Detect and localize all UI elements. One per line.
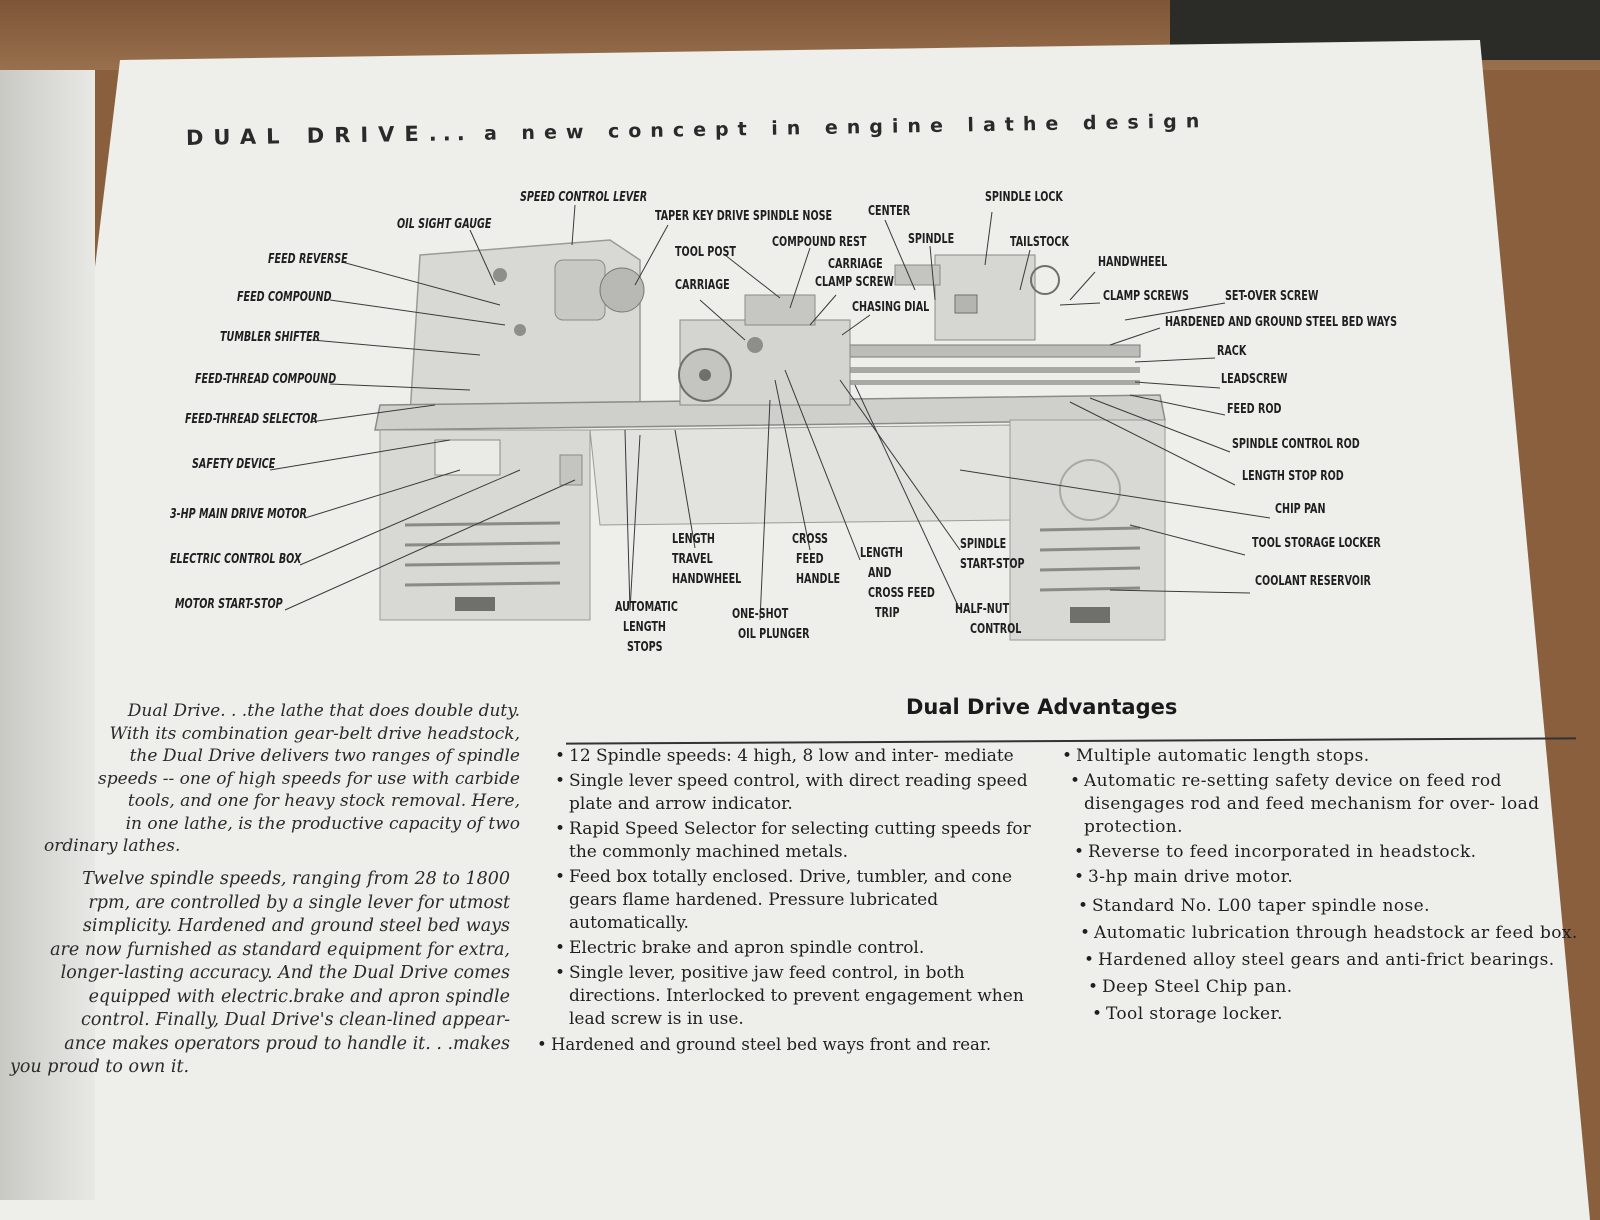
advantages-heading: Dual Drive Advantages [906, 695, 1178, 719]
list-item: Standard No. L00 taper spindle nose. [1078, 895, 1582, 918]
callout-feed-thread-selector: FEED-THREAD SELECTOR [185, 412, 318, 427]
callout-tool-storage-locker: TOOL STORAGE LOCKER [1252, 536, 1381, 551]
callout-lc-trip-line1: LENGTH [860, 546, 903, 561]
callout-tailstock: TAILSTOCK [1010, 235, 1069, 250]
callout-clamp-screws: CLAMP SCREWS [1103, 289, 1189, 304]
callout-taper-key-drive: TAPER KEY DRIVE SPINDLE NOSE [655, 209, 833, 224]
callout-chip-pan: CHIP PAN [1275, 502, 1326, 517]
list-item: Single lever, positive jaw feed control,… [555, 962, 1035, 1031]
callout-tool-post: TOOL POST [675, 245, 736, 260]
intro-line: Twelve spindle speeds, ranging from 28 t… [82, 869, 510, 889]
callout-lc-trip-line3: CROSS FEED [868, 586, 935, 601]
callout-electric-control-box: ELECTRIC CONTROL BOX [170, 552, 302, 567]
intro-line: ordinary lathes. [44, 836, 181, 856]
list-item: Deep Steel Chip pan. [1088, 976, 1582, 999]
callout-carriage-clamp-screw-line1: CARRIAGE [828, 257, 883, 272]
callout-coolant-reservoir: COOLANT RESERVOIR [1255, 574, 1371, 589]
facing-page-edge [0, 70, 95, 1200]
callout-half-nut-line2: CONTROL [970, 622, 1022, 637]
list-item: Multiple automatic length stops. [1062, 745, 1582, 768]
callout-oil-sight-gauge: OIL SIGHT GAUGE [397, 217, 492, 232]
intro-line: are now furnished as standard equipment … [50, 939, 510, 960]
list-item: Reverse to feed incorporated in headstoc… [1074, 841, 1582, 864]
list-item: Automatic re-setting safety device on fe… [1070, 770, 1582, 839]
intro-line: tools, and one for heavy stock removal. … [127, 791, 520, 811]
list-item: Automatic lubrication through headstock … [1080, 922, 1582, 945]
callout-main-drive-motor: 3-HP MAIN DRIVE MOTOR [170, 507, 307, 522]
callout-length-travel-line1: LENGTH [672, 532, 715, 547]
intro-line: equipped with electric.brake and apron s… [88, 986, 510, 1007]
callout-tumbler-shifter: TUMBLER SHIFTER [220, 330, 321, 345]
intro-line: in one lathe, is the productive capacity… [125, 813, 520, 834]
callout-carriage-clamp-screw-line2: CLAMP SCREW [815, 275, 894, 290]
list-item: Single lever speed control, with direct … [555, 770, 1035, 816]
callout-lc-trip-line4: TRIP [875, 606, 900, 621]
callout-length-stop-rod: LENGTH STOP ROD [1242, 469, 1344, 484]
callout-feed-rod: FEED ROD [1227, 402, 1282, 417]
callout-half-nut-line1: HALF-NUT [955, 602, 1010, 617]
callout-motor-start-stop: MOTOR START-STOP [175, 597, 283, 612]
intro-line: longer-lasting accuracy. And the Dual Dr… [60, 963, 510, 983]
callout-feed-reverse: FEED REVERSE [268, 252, 348, 267]
callout-center: CENTER [868, 204, 911, 219]
callout-spindle: SPINDLE [908, 232, 955, 247]
callout-one-shot-line1: ONE-SHOT [732, 607, 789, 622]
callout-cross-feed-line2: FEED [796, 552, 824, 567]
advantages-left-list: 12 Spindle speeds: 4 high, 8 low and int… [537, 745, 1035, 1058]
callout-length-travel-line2: TRAVEL [672, 552, 713, 567]
list-item: Rapid Speed Selector for selecting cutti… [555, 818, 1035, 864]
intro-line: control. Finally, Dual Drive's clean-lin… [81, 1010, 510, 1030]
callout-length-travel-line3: HANDWHEEL [672, 572, 742, 587]
callout-speed-control-lever: SPEED CONTROL LEVER [520, 190, 648, 205]
callout-feed-thread-compound: FEED-THREAD COMPOUND [195, 372, 337, 387]
callout-auto-stops-line3: STOPS [627, 640, 663, 655]
intro-paragraph-2: Twelve spindle speeds, ranging from 28 t… [0, 868, 510, 1080]
intro-line: you proud to own it. [10, 1057, 190, 1077]
callout-spindle-control-rod: SPINDLE CONTROL ROD [1232, 437, 1360, 452]
callout-bed-ways: HARDENED AND GROUND STEEL BED WAYS [1165, 315, 1398, 330]
callout-set-over-screw: SET-OVER SCREW [1225, 289, 1319, 304]
callout-auto-stops-line1: AUTOMATIC [615, 600, 678, 615]
callout-cross-feed-line1: CROSS [792, 532, 828, 547]
callout-chasing-dial: CHASING DIAL [852, 300, 930, 315]
intro-paragraph-1: Dual Drive. . .the lathe that does doubl… [0, 700, 520, 858]
list-item: Electric brake and apron spindle control… [555, 937, 1035, 960]
callout-spindle-ss-line1: SPINDLE [960, 537, 1007, 552]
intro-line: rpm, are controlled by a single lever fo… [88, 892, 510, 913]
list-item: 12 Spindle speeds: 4 high, 8 low and int… [555, 745, 1035, 768]
intro-line: speeds -- one of high speeds for use wit… [98, 768, 520, 789]
lathe-illustration [374, 239, 1166, 641]
callout-auto-stops-line2: LENGTH [623, 620, 666, 635]
callout-one-shot-line2: OIL PLUNGER [738, 627, 810, 642]
intro-line: the Dual Drive delivers two ranges of sp… [129, 746, 520, 766]
list-item: Hardened alloy steel gears and anti-fric… [1084, 949, 1582, 972]
list-item: 3-hp main drive motor. [1074, 866, 1582, 889]
intro-line: ance makes operators proud to handle it.… [64, 1033, 510, 1054]
callout-compound-rest: COMPOUND REST [772, 235, 867, 250]
callout-feed-compound: FEED COMPOUND [237, 290, 332, 305]
callout-carriage: CARRIAGE [675, 278, 730, 293]
callout-cross-feed-line3: HANDLE [796, 572, 841, 587]
intro-line: With its combination gear-belt drive hea… [109, 723, 520, 744]
intro-line: Dual Drive. . .the lathe that does doubl… [127, 701, 520, 721]
list-item: Feed box totally enclosed. Drive, tumble… [555, 866, 1035, 935]
callout-spindle-ss-line2: START-STOP [960, 557, 1025, 572]
list-item: Tool storage locker. [1092, 1003, 1582, 1026]
callout-handwheel: HANDWHEEL [1098, 255, 1168, 270]
callout-safety-device: SAFETY DEVICE [192, 457, 276, 472]
callout-rack: RACK [1217, 344, 1247, 359]
advantages-right-list: Multiple automatic length stops. Automat… [1062, 745, 1582, 1028]
callout-lc-trip-line2: AND [868, 566, 892, 581]
callout-leadscrew: LEADSCREW [1221, 372, 1288, 387]
intro-line: simplicity. Hardened and ground steel be… [82, 916, 510, 936]
list-item: Hardened and ground steel bed ways front… [537, 1033, 1035, 1056]
callout-spindle-lock: SPINDLE LOCK [985, 190, 1063, 205]
